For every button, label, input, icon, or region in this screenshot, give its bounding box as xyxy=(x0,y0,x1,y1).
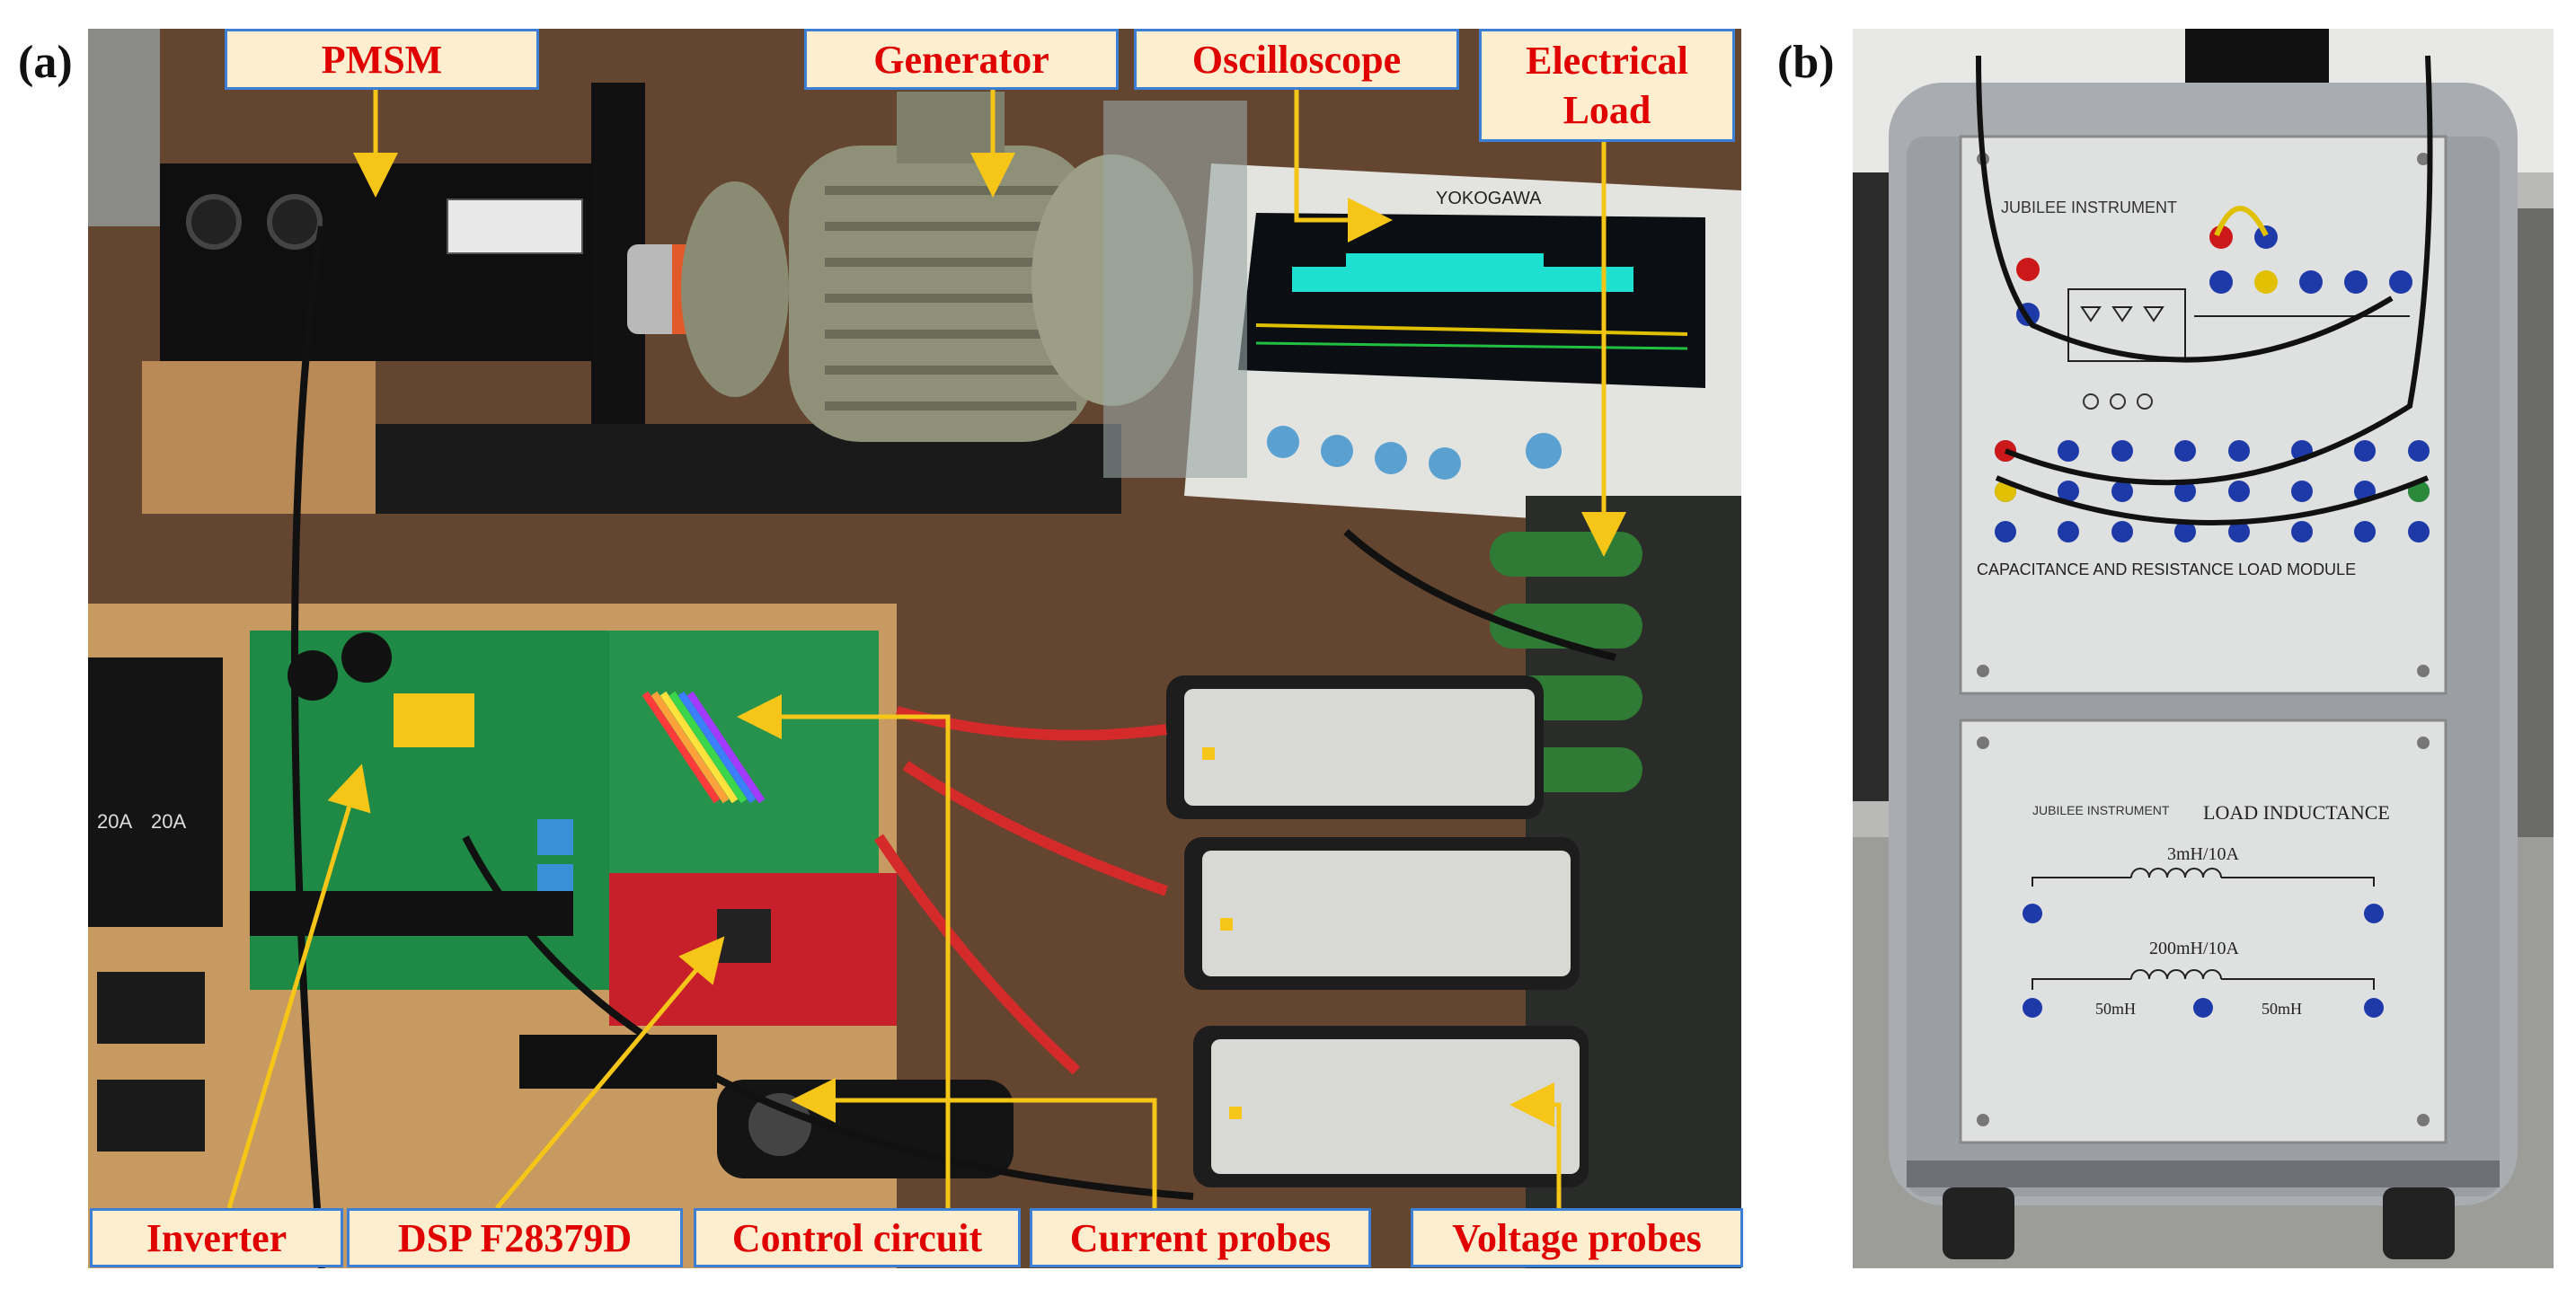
tap-left-label: 50mH xyxy=(2095,1000,2136,1018)
module-title-text: CAPACITANCE AND RESISTANCE LOAD MODULE xyxy=(1977,560,2356,578)
tap-right-label: 50mH xyxy=(2262,1000,2302,1018)
breaker-label-1: 20A xyxy=(97,810,132,833)
brand-top-text: JUBILEE INSTRUMENT xyxy=(2001,199,2177,216)
label-control-circuit: Control circuit xyxy=(694,1208,1021,1267)
brand-bottom-text: JUBILEE INSTRUMENT xyxy=(2032,803,2170,817)
photo-a-test-bench: YOKOGAWA 20A 20A xyxy=(88,29,1741,1268)
label-oscilloscope: Oscilloscope xyxy=(1134,29,1459,90)
coil1-symbol xyxy=(2032,868,2375,887)
label-inverter: Inverter xyxy=(90,1208,343,1267)
coil1-label: 3mH/10A xyxy=(2167,844,2240,864)
label-electrical-load: Electrical Load xyxy=(1479,29,1735,142)
pmsm-motor xyxy=(142,83,1121,514)
dsp-board xyxy=(609,873,897,1026)
label-generator: Generator xyxy=(804,29,1119,90)
scope-brand-text: YOKOGAWA xyxy=(1436,189,1542,208)
generator-motor xyxy=(681,92,1193,442)
label-voltage-probes: Voltage probes xyxy=(1411,1208,1743,1267)
coil2-symbol xyxy=(2032,969,2375,990)
photo-b-load-cabinet: JUBILEE INSTRUMENT xyxy=(1853,29,2554,1268)
control-circuit-board xyxy=(609,631,879,882)
coil2-label: 200mH/10A xyxy=(2149,939,2240,958)
voltage-probe-units xyxy=(1166,675,1589,1187)
panel-a-letter: (a) xyxy=(18,37,73,88)
label-pmsm: PMSM xyxy=(225,29,539,90)
breaker-label-2: 20A xyxy=(151,810,186,833)
label-dsp: DSP F28379D xyxy=(347,1208,683,1267)
inductance-title-text: LOAD INDUCTANCE xyxy=(2203,801,2390,824)
label-current-probes: Current probes xyxy=(1030,1208,1371,1267)
resistor-jacks xyxy=(1995,440,2430,543)
panel-b-letter: (b) xyxy=(1777,37,1835,88)
